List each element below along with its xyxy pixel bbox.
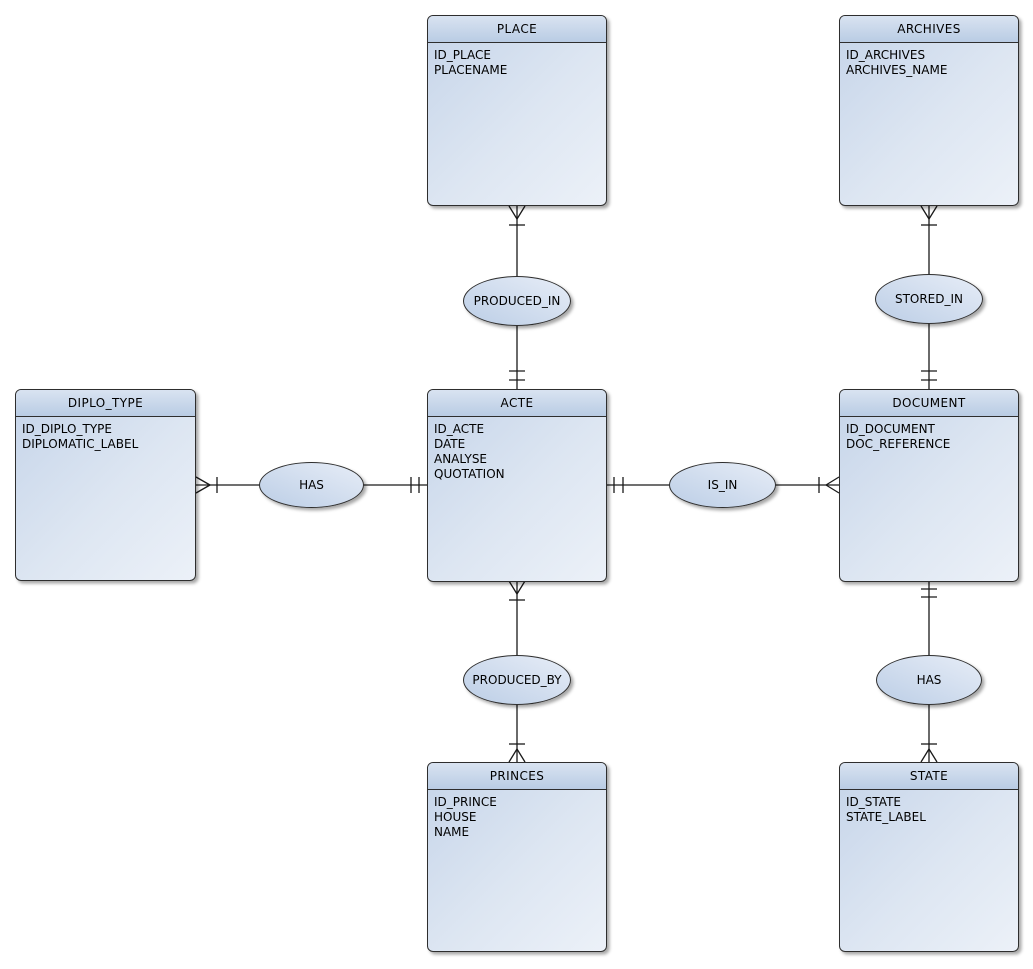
- crow-foot-marker: [920, 205, 938, 220]
- entity-state-attributes: ID_STATE STATE_LABEL: [846, 795, 926, 824]
- crow-foot-marker: [508, 748, 526, 763]
- entity-diplo-type-attributes: ID_DIPLO_TYPE DIPLOMATIC_LABEL: [22, 422, 139, 451]
- entity-princes-attributes: ID_PRINCE HOUSE NAME: [434, 795, 497, 839]
- entity-document-title: DOCUMENT: [840, 390, 1018, 417]
- connector-diplo-type-has[interactable]: [195, 476, 260, 494]
- entity-place-attributes: ID_PLACE PLACENAME: [434, 48, 508, 77]
- double-tick-marker: [921, 370, 937, 381]
- relationship-produced-by-label: PRODUCED_BY: [472, 673, 562, 687]
- crow-foot-marker: [508, 205, 526, 220]
- connector-produced-by-princes[interactable]: [508, 704, 526, 763]
- entity-archives[interactable]: ARCHIVES ID_ARCHIVES ARCHIVES_NAME: [839, 15, 1019, 206]
- entity-archives-title: ARCHIVES: [840, 16, 1018, 43]
- relationship-produced-by[interactable]: PRODUCED_BY: [463, 655, 571, 705]
- connector-acte-is-in[interactable]: [607, 477, 670, 493]
- relationship-has-diplo-type-acte[interactable]: HAS: [259, 462, 364, 508]
- crow-foot-marker: [825, 476, 840, 494]
- relationship-is-in-label: IS_IN: [707, 478, 738, 492]
- entity-document-attributes: ID_DOCUMENT DOC_REFERENCE: [846, 422, 951, 451]
- connector-document-has[interactable]: [921, 581, 937, 656]
- entity-diplo-type-title: DIPLO_TYPE: [16, 390, 195, 417]
- connector-has-state[interactable]: [920, 704, 938, 763]
- connector-has-acte[interactable]: [363, 477, 427, 493]
- relationship-has-diplo-type-acte-label: HAS: [299, 478, 324, 492]
- connector-produced-in-acte[interactable]: [509, 326, 525, 389]
- entity-document[interactable]: DOCUMENT ID_DOCUMENT DOC_REFERENCE: [839, 389, 1019, 582]
- relationship-has-document-state[interactable]: HAS: [876, 655, 982, 705]
- double-tick-marker: [921, 588, 937, 598]
- connector-archives-stored-in[interactable]: [920, 205, 938, 275]
- connector-acte-produced-by[interactable]: [508, 580, 526, 656]
- entity-state[interactable]: STATE ID_STATE STATE_LABEL: [839, 762, 1019, 952]
- crow-foot-marker: [508, 580, 526, 595]
- double-tick-marker: [509, 370, 525, 381]
- double-tick-marker: [613, 477, 624, 493]
- entity-princes[interactable]: PRINCES ID_PRINCE HOUSE NAME: [427, 762, 607, 952]
- double-tick-marker: [410, 477, 420, 493]
- relationship-produced-in-label: PRODUCED_IN: [473, 294, 561, 308]
- relationship-is-in[interactable]: IS_IN: [669, 462, 776, 508]
- entity-acte-title: ACTE: [428, 390, 606, 417]
- entity-diplo-type[interactable]: DIPLO_TYPE ID_DIPLO_TYPE DIPLOMATIC_LABE…: [15, 389, 196, 581]
- entity-place[interactable]: PLACE ID_PLACE PLACENAME: [427, 15, 607, 206]
- entity-acte[interactable]: ACTE ID_ACTE DATE ANALYSE QUOTATION: [427, 389, 607, 582]
- crow-foot-marker: [195, 476, 211, 494]
- entity-archives-attributes: ID_ARCHIVES ARCHIVES_NAME: [846, 48, 948, 77]
- relationship-stored-in[interactable]: STORED_IN: [875, 274, 983, 324]
- connector-stored-in-document[interactable]: [921, 324, 937, 389]
- entity-state-title: STATE: [840, 763, 1018, 790]
- entity-princes-title: PRINCES: [428, 763, 606, 790]
- connector-place-produced-in[interactable]: [508, 205, 526, 277]
- relationship-produced-in[interactable]: PRODUCED_IN: [463, 276, 571, 326]
- connector-is-in-document[interactable]: [775, 476, 840, 494]
- crow-foot-marker: [920, 748, 938, 763]
- relationship-has-document-state-label: HAS: [916, 673, 942, 687]
- entity-place-title: PLACE: [428, 16, 606, 43]
- entity-acte-attributes: ID_ACTE DATE ANALYSE QUOTATION: [434, 422, 505, 481]
- relationship-stored-in-label: STORED_IN: [894, 292, 964, 306]
